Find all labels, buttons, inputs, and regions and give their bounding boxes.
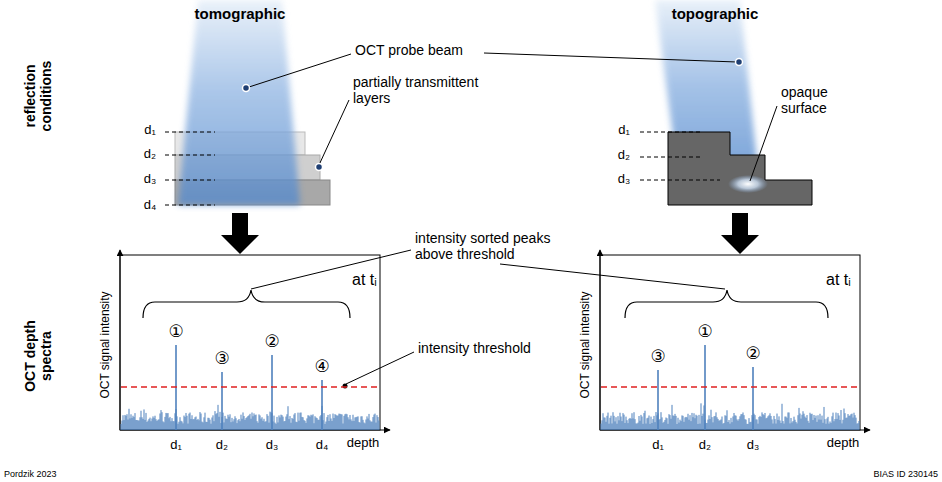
leader-lines [249,53,777,384]
axis-label: depth [347,436,380,451]
depth-label: d₁ [144,123,156,138]
callout-label: opaque surface [781,84,851,116]
callout-number: ② [745,344,760,364]
callout-number: ① [168,322,183,342]
depth-marks [165,132,215,205]
callout-number: ④ [314,357,329,377]
noise-floor [121,403,859,430]
plot-frame [120,250,870,430]
depth-label: d₄ [316,438,329,453]
axis-label: OCT signal intensity [579,291,593,398]
leader-dots [243,59,743,389]
flow-arrow [721,213,759,254]
time-label: at tᵢ [826,271,851,289]
footer-note: Pordzik 2023 [4,469,57,479]
depth-label: d₂ [618,148,630,163]
depth-label: d₂ [216,438,228,453]
depth-label: d₁ [652,438,664,453]
depth-marks [640,132,720,180]
footer-note: BIAS ID 230145 [873,469,938,479]
callout-number: ③ [214,349,229,369]
depth-label: d₂ [144,147,156,162]
surface-glow [728,175,768,193]
callout-label: intensity sorted peaks above threshold [415,230,570,262]
axis-label: OCT signal intensity [99,291,113,398]
threshold-line [121,386,859,388]
depth-label: d₃ [618,172,631,187]
callout-label: partially transmittent layers [353,74,503,106]
axis-label: depth [827,436,860,451]
depth-label: d₃ [266,438,279,453]
callout-number: ③ [650,347,665,367]
curly-bracket [143,290,828,318]
flow-arrow [221,213,259,254]
row-heading: reflection conditions [22,54,54,138]
depth-label: d₄ [144,198,157,213]
callout-number: ② [264,332,279,352]
column-heading: topographic [672,5,759,22]
stepped-block [668,132,812,205]
callout-number: ① [697,322,712,342]
depth-label: d₁ [170,438,182,453]
depth-label: d₂ [699,438,711,453]
callout-label: OCT probe beam [355,42,463,58]
time-label: at tᵢ [352,271,377,289]
depth-label: d₃ [144,172,157,187]
probe-beam [178,0,300,205]
depth-label: d₃ [747,438,760,453]
column-heading: tomographic [195,5,286,22]
depth-label: d₁ [618,123,630,138]
row-heading: OCT depth spectra [22,314,54,398]
callout-label: intensity threshold [418,340,531,356]
